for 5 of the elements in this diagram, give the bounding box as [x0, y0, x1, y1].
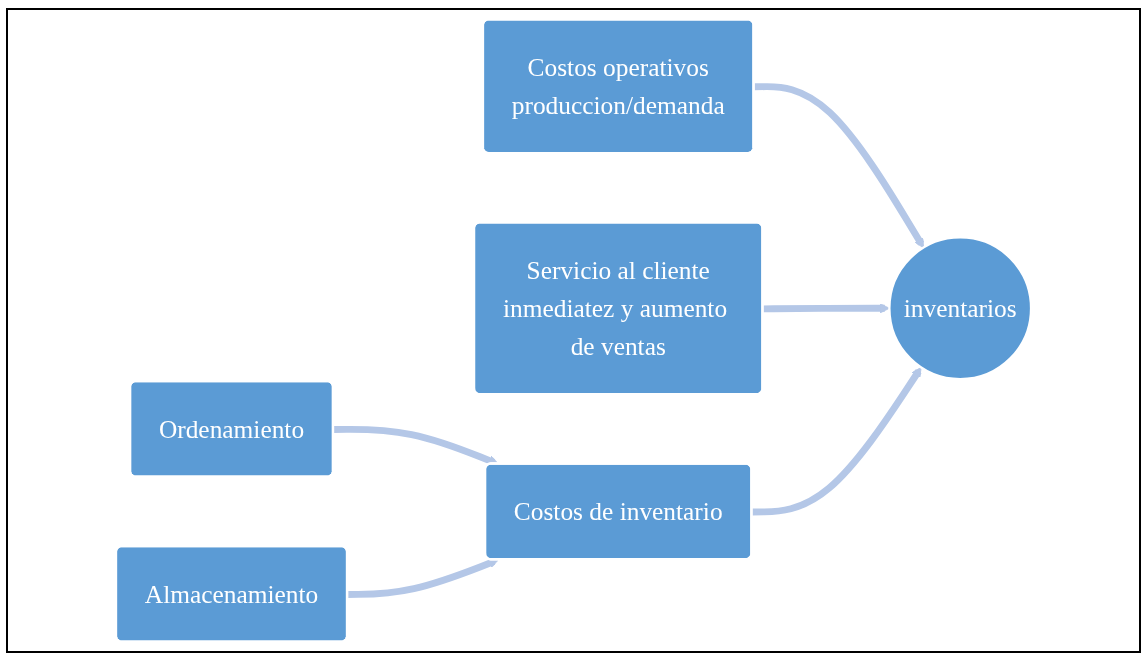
arrow	[754, 83, 925, 249]
node-circle: inventarios	[888, 236, 1033, 381]
arrow	[752, 366, 922, 516]
arrow	[347, 558, 499, 598]
arrow	[763, 303, 890, 314]
